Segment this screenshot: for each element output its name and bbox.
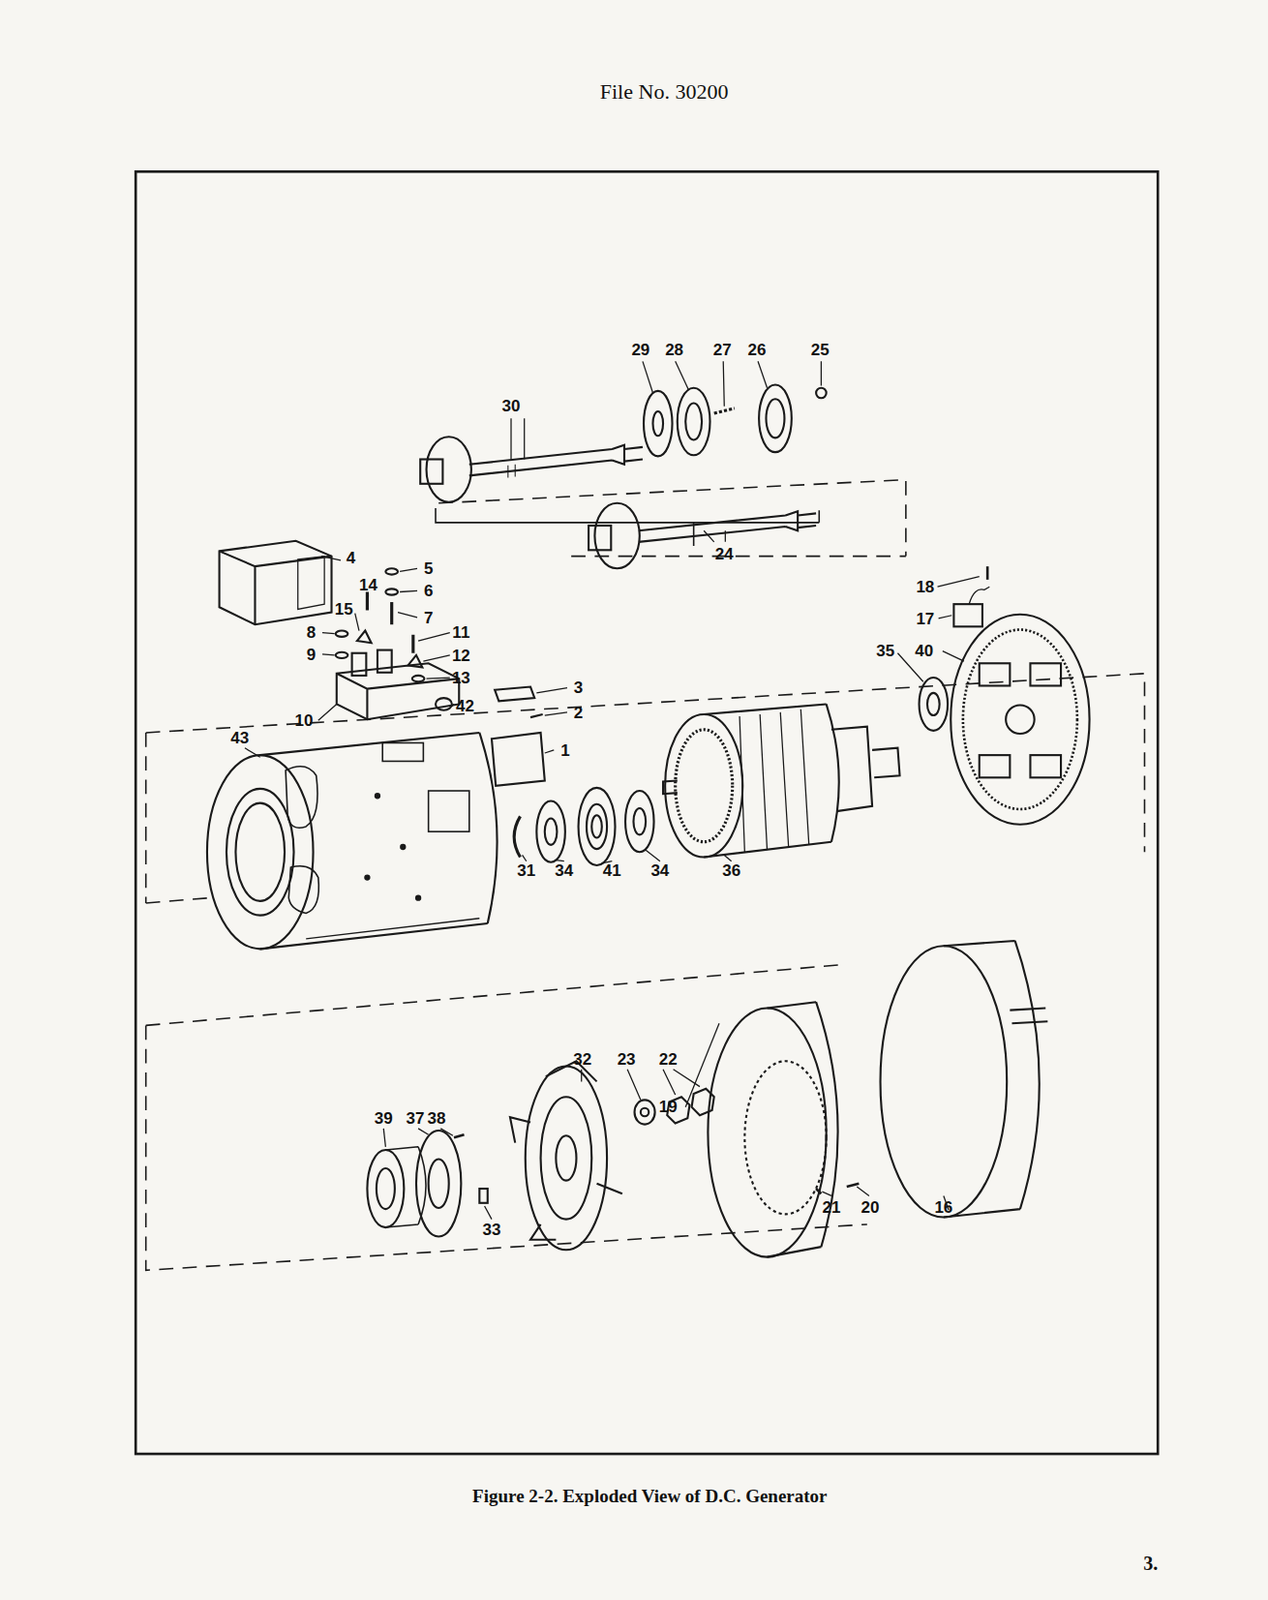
callout-number: 43 bbox=[230, 728, 249, 746]
callout-number: 31 bbox=[516, 861, 536, 878]
callout-number: 8 bbox=[306, 624, 316, 641]
callout-number: 25 bbox=[811, 341, 830, 359]
callout-number: 19 bbox=[659, 1098, 678, 1116]
callout-number: 15 bbox=[334, 601, 354, 618]
callout-number: 38 bbox=[427, 1110, 447, 1127]
callout-number: 11 bbox=[452, 624, 470, 641]
callout-number: 39 bbox=[374, 1110, 393, 1127]
callout-number: 29 bbox=[631, 341, 650, 359]
callout-number: 33 bbox=[483, 1220, 502, 1238]
callout-number: 17 bbox=[915, 609, 935, 627]
callout-number: 37 bbox=[405, 1110, 424, 1127]
callout-number: 40 bbox=[914, 642, 934, 660]
callout-number: 9 bbox=[306, 645, 316, 663]
figure-caption: Figure 2-2. Exploded View of D.C. Genera… bbox=[472, 1485, 827, 1508]
page-number: 3. bbox=[1143, 1553, 1158, 1573]
callout-number: 12 bbox=[452, 646, 471, 664]
callout-number: 28 bbox=[664, 341, 684, 359]
callout-number: 41 bbox=[603, 861, 622, 878]
callout-number: 32 bbox=[573, 1050, 592, 1067]
callout-number: 10 bbox=[295, 712, 314, 729]
callout-number: 1 bbox=[560, 741, 570, 758]
file-number: File No. 30200 bbox=[600, 81, 729, 103]
callout-number: 14 bbox=[359, 575, 378, 593]
callout-number: 26 bbox=[748, 341, 767, 359]
callout-number: 6 bbox=[423, 582, 433, 600]
callout-number: 23 bbox=[617, 1050, 636, 1067]
callout-number: 16 bbox=[934, 1198, 953, 1215]
callout-number: 24 bbox=[715, 545, 734, 563]
callout-number: 20 bbox=[861, 1198, 880, 1215]
callout-number: 30 bbox=[502, 397, 521, 415]
callout-number: 36 bbox=[722, 861, 741, 878]
callout-number: 13 bbox=[452, 668, 471, 686]
callout-number: 34 bbox=[650, 861, 669, 878]
callout-number: 5 bbox=[423, 560, 433, 577]
callout-number: 7 bbox=[423, 608, 433, 626]
callout-number: 42 bbox=[455, 697, 475, 715]
callout-number: 21 bbox=[821, 1198, 841, 1215]
callout-number: 27 bbox=[713, 341, 732, 359]
callout-number: 22 bbox=[659, 1050, 678, 1067]
callout-number: 34 bbox=[554, 861, 574, 878]
callout-number: 18 bbox=[915, 577, 935, 595]
callout-number: 3 bbox=[573, 679, 583, 696]
callout-number: 4 bbox=[346, 549, 356, 567]
callout-number: 35 bbox=[875, 642, 895, 660]
callout-number: 2 bbox=[573, 703, 583, 721]
